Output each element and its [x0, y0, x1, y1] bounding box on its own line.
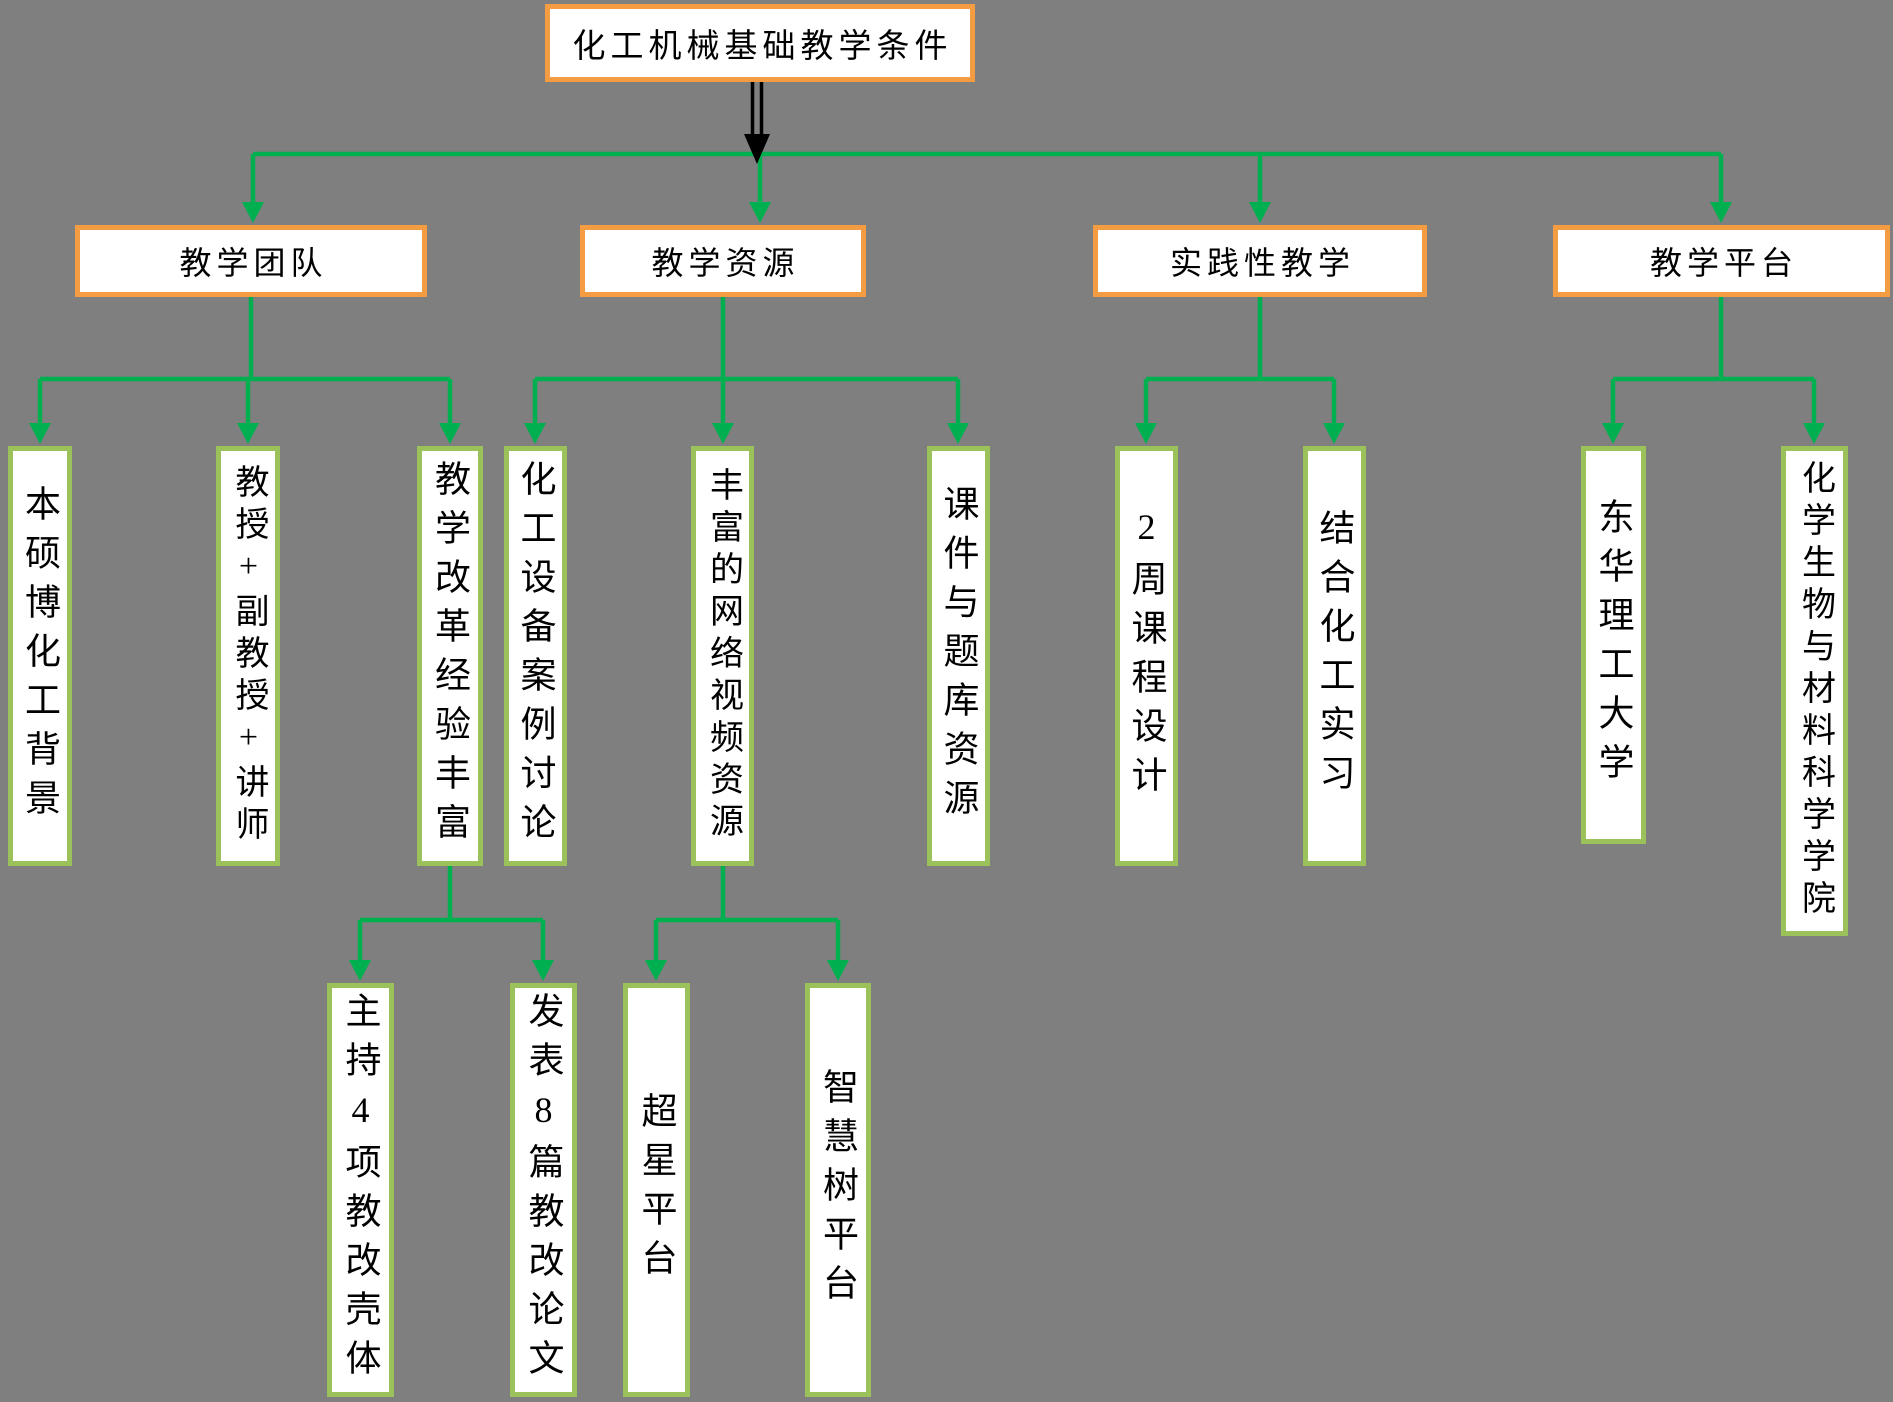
leaf-label: 本硕博化工背景 — [20, 484, 60, 828]
root-label: 化工机械基础教学条件 — [572, 29, 953, 65]
leaf-label: 2周课程设计 — [1126, 507, 1167, 805]
leaf-bachelor-master-phd-background: 本硕博化工背景 — [8, 446, 72, 866]
branch-teaching-team-label: 教学团队 — [179, 245, 328, 281]
leaf-teaching-reform-experience: 教学改革经验丰富 — [417, 446, 483, 866]
leaf-chemistry-biology-materials-college: 化学生物与材料科学学院 — [1781, 446, 1848, 936]
leaf-network-video-resources: 丰富的网络视频资源 — [691, 446, 754, 866]
branch-teaching-team: 教学团队 — [75, 225, 427, 297]
leaf-label: 丰富的网络视频资源 — [704, 467, 742, 845]
leaf-label: 化学生物与材料科学学院 — [1796, 460, 1834, 922]
leaf-hosted-4-teaching-reform-projects: 主持4项教改壳体 — [327, 983, 394, 1397]
branch-teaching-platform-label: 教学平台 — [1649, 245, 1798, 281]
branch-teaching-resources-label: 教学资源 — [651, 245, 800, 281]
leaf-label: 化工设备案例讨论 — [515, 460, 556, 852]
leaf-courseware-question-bank: 课件与题库资源 — [927, 446, 990, 866]
root-double-arrow-icon — [744, 82, 770, 164]
leaf-two-week-course-design: 2周课程设计 — [1115, 446, 1178, 866]
leaf-east-china-university-of-technology: 东华理工大学 — [1581, 446, 1646, 844]
branch-teaching-platform: 教学平台 — [1553, 225, 1890, 297]
leaf-chaoxing-platform: 超星平台 — [623, 983, 690, 1397]
arrowheads — [29, 202, 1825, 981]
level1-connectors — [37, 151, 1817, 963]
leaf-published-8-teaching-reform-papers: 发表8篇教改论文 — [510, 983, 577, 1397]
branch-practical-teaching-label: 实践性教学 — [1169, 245, 1355, 281]
leaf-label: 教授+副教授+讲师 — [230, 464, 267, 848]
leaf-label: 课件与题库资源 — [938, 484, 979, 828]
leaf-label: 智慧树平台 — [818, 1067, 858, 1313]
leaf-equipment-case-discussion: 化工设备案例讨论 — [504, 446, 567, 866]
leaf-label: 教学改革经验丰富 — [430, 460, 470, 852]
branch-teaching-resources: 教学资源 — [580, 225, 866, 297]
leaf-label: 主持4项教改壳体 — [340, 992, 381, 1388]
leaf-professor-associate-lecturer: 教授+副教授+讲师 — [216, 446, 280, 866]
leaf-label: 结合化工实习 — [1314, 509, 1355, 803]
leaf-label: 超星平台 — [636, 1092, 677, 1288]
leaf-zhihuishu-platform: 智慧树平台 — [805, 983, 871, 1397]
leaf-chemical-engineering-internship: 结合化工实习 — [1303, 446, 1366, 866]
branch-practical-teaching: 实践性教学 — [1093, 225, 1427, 297]
root-box: 化工机械基础教学条件 — [545, 4, 975, 82]
leaf-label: 东华理工大学 — [1593, 498, 1634, 792]
leaf-label: 发表8篇教改论文 — [523, 992, 564, 1388]
